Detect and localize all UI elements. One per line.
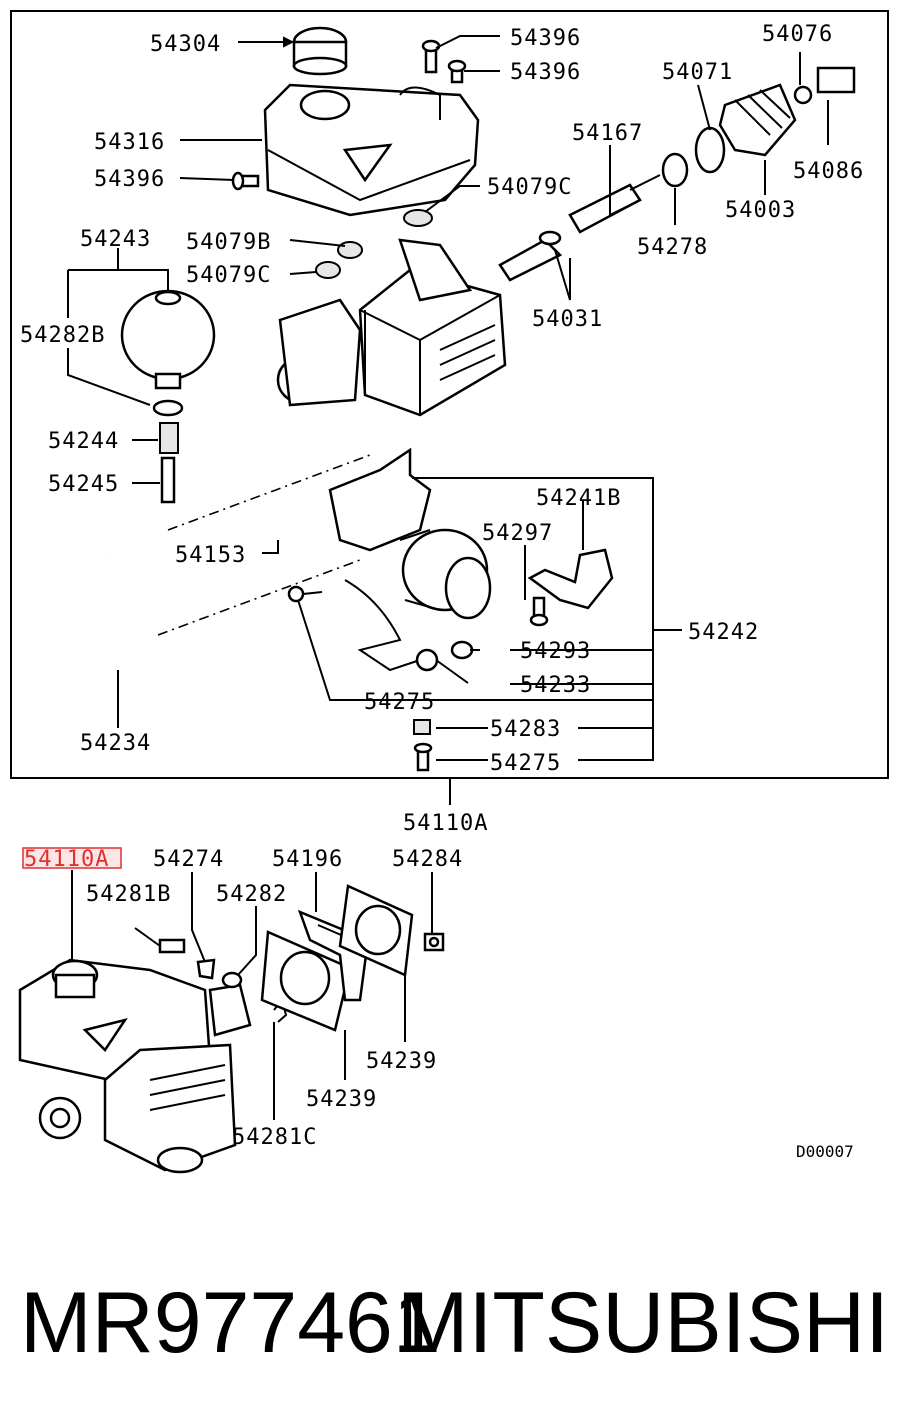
reservoir-cap-icon: [292, 26, 348, 76]
callout-54239: 54239: [306, 1087, 377, 1112]
rubber-boot-icon: [718, 83, 797, 157]
o-ring-icon: [221, 971, 243, 989]
callout-54243: 54243: [80, 227, 151, 252]
piston-icon: [498, 230, 563, 282]
callout-54281B: 54281B: [86, 882, 171, 907]
brake-tube-icon: [106, 554, 198, 712]
callout-54284: 54284: [392, 847, 463, 872]
callout-54275: 54275: [490, 751, 561, 776]
grommet-icon: [315, 209, 433, 279]
callout-54239: 54239: [366, 1049, 437, 1074]
callout-54079C: 54079C: [487, 175, 572, 200]
callout-54234: 54234: [80, 731, 151, 756]
callout-54293: 54293: [520, 639, 591, 664]
callout-54282: 54282: [216, 882, 287, 907]
hydraulic-unit-icon: [276, 238, 507, 417]
callout-54071: 54071: [662, 60, 733, 85]
callout-54396: 54396: [94, 167, 165, 192]
leader-lines: [67, 35, 829, 805]
drawing-code: D00007: [796, 1142, 854, 1161]
pump-motor-icon: [328, 447, 492, 620]
callout-54076: 54076: [762, 22, 833, 47]
callout-54110A: 54110A: [403, 811, 488, 836]
callout-54274: 54274: [153, 847, 224, 872]
clip-bracket-icon: [816, 66, 856, 94]
leader-lines-lower: [71, 870, 433, 1120]
callout-54196: 54196: [272, 847, 343, 872]
snap-ring-icon: [694, 126, 726, 174]
callout-54031: 54031: [532, 307, 603, 332]
callout-54304: 54304: [150, 32, 221, 57]
nut-icon: [415, 648, 439, 672]
callout-54283: 54283: [490, 717, 561, 742]
footer: MR977461 MITSUBISHI: [0, 1268, 909, 1378]
callout-54086: 54086: [793, 159, 864, 184]
nut-icon: [423, 932, 445, 952]
callout-54297: 54297: [482, 521, 553, 546]
bolt-icon: [287, 585, 549, 772]
callout-54396: 54396: [510, 26, 581, 51]
callout-54242: 54242: [688, 620, 759, 645]
accumulator-icon: [120, 289, 216, 504]
callout-54275: 54275: [364, 690, 435, 715]
highlight-box: [22, 847, 122, 869]
callout-54241B: 54241B: [536, 486, 621, 511]
harness-icon: [344, 579, 421, 672]
unit-overview-icon: [18, 958, 252, 1174]
callout-54167: 54167: [572, 121, 643, 146]
alignment-line: [157, 559, 361, 636]
seal-ring-icon: [661, 152, 689, 188]
washer-icon: [793, 85, 813, 105]
brand-name: MITSUBISHI: [396, 1275, 889, 1371]
gasket-icon: [260, 930, 352, 1032]
screw-icon: [231, 39, 467, 191]
callout-54079B: 54079B: [186, 230, 271, 255]
push-rod-icon: [568, 174, 661, 234]
callout-54396: 54396: [510, 60, 581, 85]
callout-54110A-highlighted: 54110A: [24, 847, 109, 872]
pin-icon: [134, 927, 186, 954]
reservoir-tank-icon: [263, 83, 480, 217]
callout-54278: 54278: [637, 235, 708, 260]
callout-54079C: 54079C: [186, 263, 271, 288]
callout-54153: 54153: [175, 543, 246, 568]
callout-54245: 54245: [48, 472, 119, 497]
part-number: MR977461: [20, 1275, 441, 1371]
callout-54281C: 54281C: [232, 1125, 317, 1150]
alignment-line: [167, 454, 371, 531]
callout-54282B: 54282B: [20, 323, 105, 348]
clip-icon: [450, 640, 474, 660]
callout-54003: 54003: [725, 198, 796, 223]
parts-diagram: 54304 54396 54396 54076 54071 54316 5439…: [10, 10, 889, 1174]
callout-54316: 54316: [94, 130, 165, 155]
hose-icon-inner: [276, 514, 331, 572]
pump-bracket-icon: [527, 548, 614, 610]
callout-54233: 54233: [520, 673, 591, 698]
clip-icon: [196, 958, 216, 980]
callout-54244: 54244: [48, 429, 119, 454]
